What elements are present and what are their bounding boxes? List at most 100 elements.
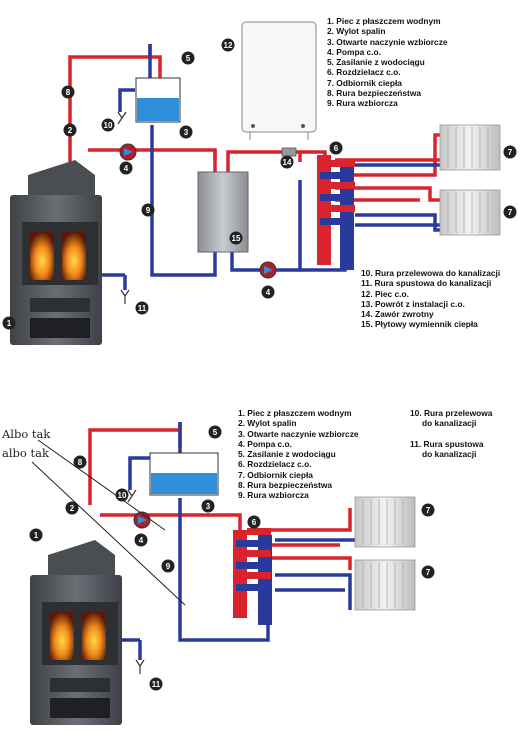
- legend-item: 8. Rura bezpieczeństwa: [238, 480, 333, 491]
- bottom-marker-5: 5: [208, 425, 222, 439]
- svg-text:9: 9: [146, 206, 151, 215]
- top-marker-11: 11: [135, 301, 149, 315]
- top-marker-14: 14: [280, 155, 294, 169]
- bottom-marker-6: 6: [247, 515, 261, 529]
- radiator-bottom-upper: [354, 496, 416, 548]
- top-marker-4: 4: [119, 161, 133, 175]
- svg-text:1: 1: [34, 531, 39, 540]
- bottom-marker-7: 7: [421, 503, 435, 517]
- legend-item: 7. Odbiornik ciepła: [327, 77, 402, 88]
- top-marker-7: 7: [503, 205, 517, 219]
- legend-item: 3. Otwarte naczynie wzbiorcze: [238, 428, 359, 439]
- radiator-upper: [439, 124, 501, 171]
- expansion-pipe: [150, 125, 217, 277]
- legend-item: 6. Rozdzielacz c.o.: [238, 459, 312, 470]
- legend-item: 7. Odbiornik ciepła: [238, 469, 313, 480]
- legend-item: 1. Piec z płaszczem wodnym: [327, 16, 441, 26]
- svg-text:2: 2: [68, 126, 73, 135]
- bottom-diagram: [30, 422, 416, 725]
- legend-item: [410, 429, 492, 439]
- manifold: [317, 155, 355, 270]
- manifold-bottom: [233, 528, 272, 625]
- top-marker-9: 9: [141, 203, 155, 217]
- stove-top: [10, 160, 102, 345]
- legend-item: 10. Rura przelewowa: [410, 408, 493, 418]
- top-marker-15: 15: [229, 231, 243, 245]
- top-marker-10: 10: [101, 118, 115, 132]
- top-marker-7: 7: [503, 145, 517, 159]
- legend-item: 4. Pompa c.o.: [327, 46, 381, 57]
- legend-item: 13. Powrót z instalacji c.o.: [361, 298, 465, 309]
- svg-text:12: 12: [224, 41, 233, 50]
- drain-valve-icon: [120, 289, 130, 304]
- legend-item: 9. Rura wzbiorcza: [238, 490, 309, 501]
- svg-text:3: 3: [184, 128, 189, 137]
- expansion-vessel: [135, 77, 181, 123]
- pump-top: [119, 143, 137, 161]
- bottom-marker-8: 8: [73, 455, 87, 469]
- drain-valve-bottom-icon: [135, 659, 145, 674]
- svg-text:8: 8: [78, 458, 83, 467]
- top-marker-12: 12: [221, 38, 235, 52]
- top-diagram: [10, 21, 501, 345]
- radiator-bottom-lower: [354, 559, 416, 611]
- bottom-marker-4: 4: [134, 533, 148, 547]
- bottom-marker-1: 1: [29, 528, 43, 542]
- legend-item: 2. Wylot spalin: [238, 418, 297, 429]
- svg-text:2: 2: [70, 504, 75, 513]
- radiator-lower: [439, 189, 501, 236]
- svg-text:6: 6: [252, 518, 257, 527]
- top-marker-5: 5: [181, 51, 195, 65]
- gas-boiler: [241, 21, 317, 140]
- svg-text:9: 9: [166, 562, 171, 571]
- legend-item: 9. Rura wzbiorcza: [327, 98, 398, 109]
- svg-text:11: 11: [138, 304, 147, 313]
- legend-item: 11. Rura spustowa do kanalizacji: [361, 278, 492, 289]
- bottom-marker-9: 9: [161, 559, 175, 573]
- svg-text:3: 3: [206, 502, 211, 511]
- legend-item: 12. Piec c.o.: [361, 288, 409, 299]
- svg-text:10: 10: [104, 121, 113, 130]
- top-marker-6: 6: [329, 141, 343, 155]
- svg-text:7: 7: [426, 568, 431, 577]
- check-valve: [281, 147, 297, 157]
- svg-text:15: 15: [232, 234, 241, 243]
- handwritten-label-1: Albo tak: [2, 427, 51, 441]
- svg-text:1: 1: [7, 319, 12, 328]
- legend-item: 2. Wylot spalin: [327, 26, 386, 37]
- svg-text:7: 7: [426, 506, 431, 515]
- legend-item: 5. Zasilanie z wodociągu: [238, 449, 336, 460]
- svg-text:10: 10: [118, 491, 127, 500]
- svg-text:7: 7: [508, 208, 513, 217]
- legend-item: 14. Zawór zwrotny: [361, 309, 434, 320]
- overflow-outlet-icon: [117, 111, 127, 125]
- top-marker-4: 4: [261, 285, 275, 299]
- pump-bottom: [133, 511, 151, 529]
- svg-text:4: 4: [266, 288, 271, 297]
- legend-item: 5. Zasilanie z wodociągu: [327, 57, 425, 68]
- svg-text:8: 8: [66, 88, 71, 97]
- top-marker-2: 2: [63, 123, 77, 137]
- svg-text:5: 5: [213, 428, 218, 437]
- svg-text:6: 6: [334, 144, 339, 153]
- annotation-lines: [31, 439, 186, 606]
- expansion-vessel-bottom: [149, 452, 219, 496]
- top-marker-8: 8: [61, 85, 75, 99]
- bottom-marker-11: 11: [149, 677, 163, 691]
- top-marker-1: 1: [2, 316, 16, 330]
- svg-text:4: 4: [139, 536, 144, 545]
- pump-bottom-right: [259, 261, 277, 279]
- legend-item: 15. Płytowy wymiennik ciepła: [361, 319, 478, 330]
- handwritten-label-2: albo tak: [2, 446, 49, 460]
- legend-item: 4. Pompa c.o.: [238, 438, 292, 449]
- legend-item: 8. Rura bezpieczeństwa: [327, 88, 422, 99]
- overflow-pipe: [118, 88, 135, 112]
- safety-pipe: [68, 55, 162, 162]
